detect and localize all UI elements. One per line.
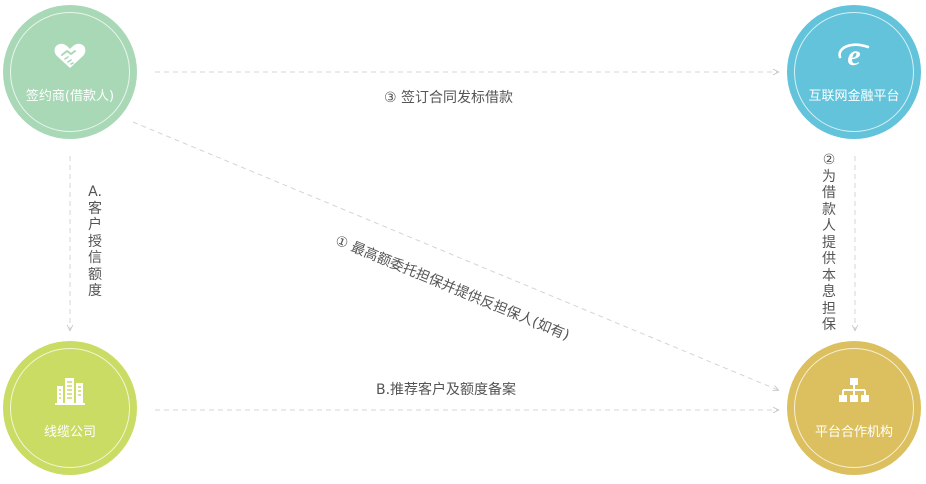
edge-label-right: ② 为借款人提供本息担保 [822, 152, 836, 333]
node-borrower-label: 签约商(借款人) [25, 89, 115, 104]
node-partner: 平台合作机构 [787, 341, 921, 475]
node-cable-company-label: 线缆公司 [43, 425, 96, 440]
handshake-icon [3, 39, 137, 71]
org-chart-icon [787, 375, 921, 407]
building-icon [3, 375, 137, 407]
node-partner-label: 平台合作机构 [814, 425, 893, 440]
ie-logo-icon: e [787, 39, 921, 71]
edge-label-top: ③ 签订合同发标借款 [384, 90, 514, 106]
edge-label-left: A.客户授信额度 [88, 184, 102, 299]
node-cable-company: 线缆公司 [3, 341, 137, 475]
node-borrower: 签约商(借款人) [3, 5, 137, 139]
arrow-borrower-to-partner [132, 121, 778, 390]
node-platform-label: 互联网金融平台 [808, 89, 900, 104]
svg-text:e: e [847, 39, 860, 71]
edge-label-bottom: B.推荐客户及额度备案 [376, 382, 517, 398]
node-platform: e 互联网金融平台 [787, 5, 921, 139]
